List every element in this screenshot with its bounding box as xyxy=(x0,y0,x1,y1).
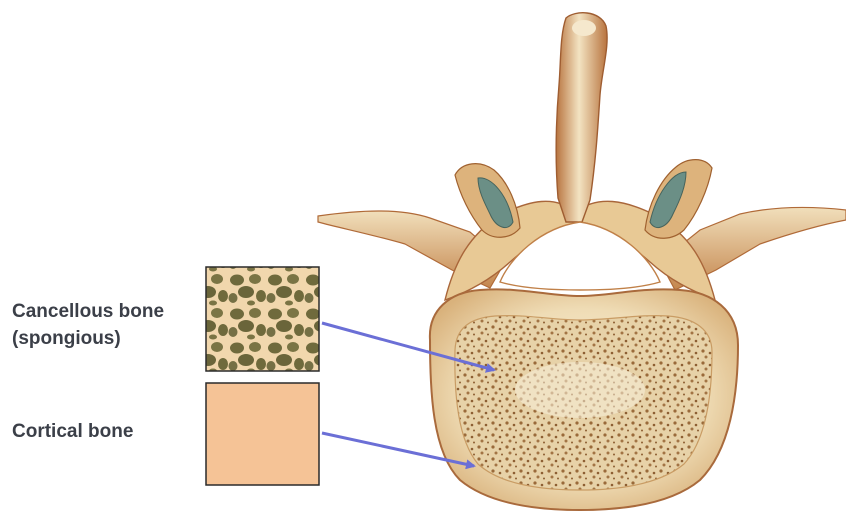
body-highlight xyxy=(515,362,645,418)
cancellous-swatch xyxy=(206,267,319,371)
cancellous-bone-sublabel: (spongious) xyxy=(12,326,121,352)
cancellous-bone-label: Cancellous bone xyxy=(12,299,164,325)
cortical-swatch xyxy=(206,383,319,485)
spinous-tip xyxy=(572,20,596,36)
spinous-process xyxy=(556,13,607,222)
cortical-bone-label: Cortical bone xyxy=(12,419,133,445)
